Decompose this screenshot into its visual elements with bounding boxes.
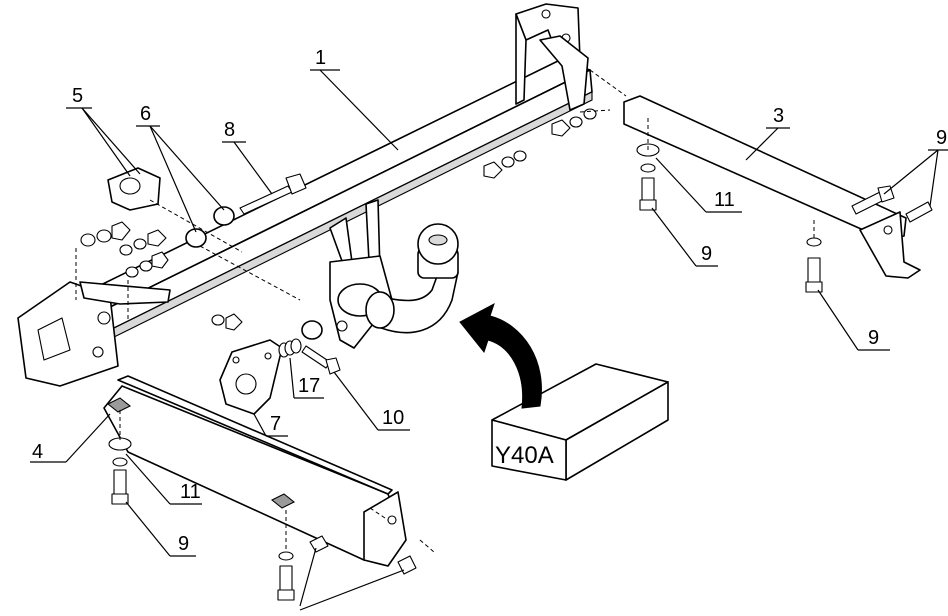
callout-9-right-lower: 9 xyxy=(868,327,879,349)
callout-labels: 1 3 4 5 6 8 7 17 10 11 11 9 9 9 9 xyxy=(32,47,947,555)
right-upright-bracket xyxy=(515,3,589,111)
callout-10: 10 xyxy=(382,407,404,429)
alignment-lines xyxy=(75,69,815,553)
main-crossbar xyxy=(69,59,593,343)
callout-9-right-upper: 9 xyxy=(701,243,712,265)
callout-9-far-right: 9 xyxy=(936,127,947,149)
callout-7: 7 xyxy=(270,413,281,435)
nut-stack-right xyxy=(551,108,597,137)
socket-plate xyxy=(219,320,341,415)
nut-stack-bottom-left xyxy=(211,313,243,331)
spring-17 xyxy=(278,338,302,358)
callout-1: 1 xyxy=(315,47,326,69)
rubber-buffer-5 xyxy=(107,167,161,211)
callout-9-left: 9 xyxy=(178,533,189,555)
leader-lines xyxy=(30,69,948,611)
callout-4: 4 xyxy=(32,441,43,463)
bolt-10 xyxy=(301,345,341,375)
right-side-rail xyxy=(623,95,921,279)
callout-5: 5 xyxy=(72,85,83,107)
callout-8: 8 xyxy=(224,119,235,141)
spacer-6 xyxy=(185,206,235,248)
nut-stack-left xyxy=(80,221,169,278)
left-side-rail xyxy=(103,375,407,567)
kit-box-label: Y40A xyxy=(495,442,554,469)
callout-11-left: 11 xyxy=(180,481,201,503)
nut-stack-mid xyxy=(483,150,527,179)
callout-17: 17 xyxy=(298,375,320,397)
callout-6: 6 xyxy=(140,103,151,125)
curved-arrow xyxy=(459,302,542,409)
tow-ball-assembly xyxy=(329,199,459,349)
callout-11-right: 11 xyxy=(714,189,735,211)
fastener-stacks xyxy=(80,108,597,331)
bottom-bolts xyxy=(108,143,933,601)
kit-box: Y40A xyxy=(491,363,669,481)
left-mounting-bracket xyxy=(17,281,171,387)
callout-3: 3 xyxy=(773,105,784,127)
